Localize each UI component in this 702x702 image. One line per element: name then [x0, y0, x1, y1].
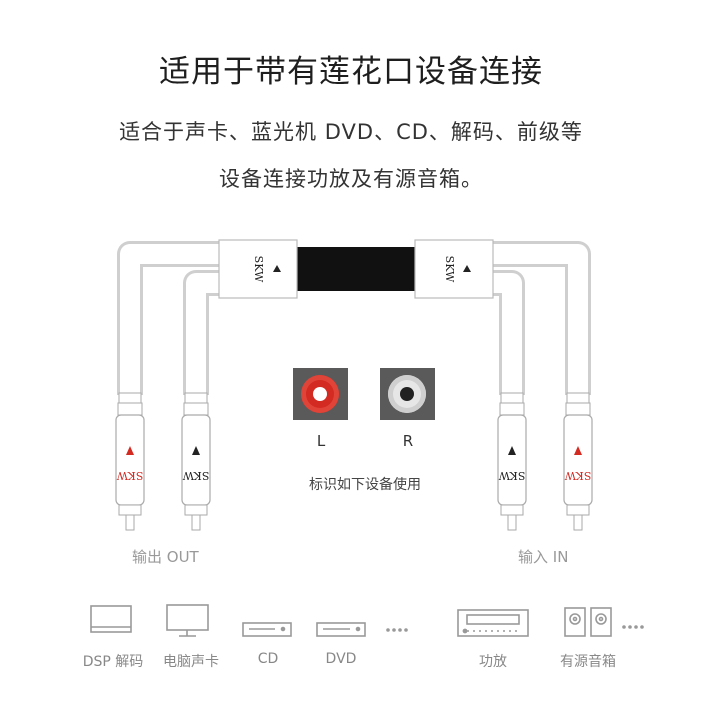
device-label-cd: CD — [257, 651, 279, 667]
plug-right-white: SKW — [497, 392, 527, 531]
output-label: 输出 OUT — [132, 548, 199, 566]
plug-brand: SKW — [182, 469, 209, 482]
device-label-dvd: DVD — [325, 651, 357, 667]
page-title: 适用于带有莲花口设备连接 — [159, 54, 543, 90]
dvd-player-icon — [316, 622, 366, 637]
more-dots-right — [622, 625, 644, 629]
plug-left-white: SKW — [181, 392, 211, 531]
device-icons — [90, 604, 644, 637]
plug-brand: SKW — [564, 469, 591, 482]
plug-left-red: SKW — [115, 392, 145, 531]
plug-brand: SKW — [116, 469, 143, 482]
jack-right-label: R — [402, 432, 414, 450]
splitter-right: SKW — [414, 239, 494, 299]
input-label: 输入 IN — [518, 548, 569, 566]
cd-player-icon — [242, 622, 292, 637]
jack-left — [293, 368, 348, 420]
plug-brand: SKW — [498, 469, 525, 482]
device-label-pc: 电脑声卡 — [163, 654, 219, 670]
computer-icon — [166, 604, 209, 637]
amplifier-icon — [457, 609, 529, 637]
speaker-icon — [564, 607, 612, 637]
jack-right-hole — [400, 387, 414, 401]
plug-right-red: SKW — [563, 392, 593, 531]
device-label-speaker: 有源音箱 — [560, 654, 616, 670]
description-line-1: 适合于声卡、蓝光机 DVD、CD、解码、前级等 — [119, 120, 583, 144]
more-dots-left — [386, 628, 408, 632]
jack-caption: 标识如下设备使用 — [309, 477, 421, 493]
center-cable — [294, 247, 416, 291]
device-label-amp: 功放 — [479, 654, 507, 670]
jack-right — [380, 368, 435, 420]
jack-left-hole — [313, 387, 327, 401]
description-line-2: 设备连接功放及有源音箱。 — [219, 167, 483, 191]
monitor-icon — [90, 605, 132, 633]
device-label-dsp: DSP 解码 — [82, 654, 144, 670]
splitter-left-brand: SKW — [252, 256, 265, 283]
jack-left-label: L — [316, 432, 326, 450]
splitter-left: SKW — [218, 239, 298, 299]
cable-left-outer — [117, 241, 220, 395]
splitter-right-brand: SKW — [443, 256, 456, 283]
cable-right-outer — [490, 241, 591, 395]
